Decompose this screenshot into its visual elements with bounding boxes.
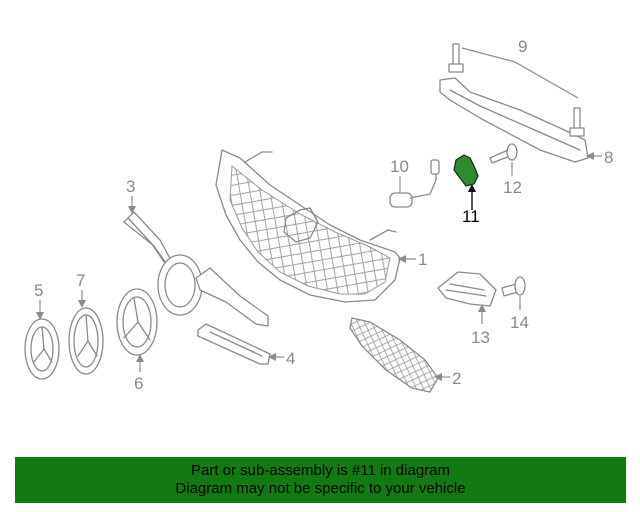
part-4-strip	[197, 323, 284, 365]
callout-6: 6	[134, 374, 143, 393]
callout-12: 12	[503, 178, 522, 197]
callout-7: 7	[76, 271, 85, 290]
part-14-bolt	[501, 276, 526, 310]
part-1-grille	[215, 149, 416, 303]
callout-5: 5	[34, 281, 43, 300]
footer-line-2: Diagram may not be specific to your vehi…	[175, 480, 466, 497]
part-6-emblem-mount	[116, 288, 158, 372]
callout-9: 9	[518, 37, 527, 56]
part-10-sensor	[389, 159, 440, 208]
callout-4: 4	[286, 349, 295, 368]
footer-line-1: Part or sub-assembly is #11 in diagram	[191, 462, 450, 479]
part-12-screw	[489, 143, 518, 176]
callout-14: 14	[510, 313, 529, 332]
callout-11: 11	[462, 207, 480, 226]
part-3-trim-strip	[123, 196, 269, 327]
footer-banner: Part or sub-assembly is #11 in diagram D…	[15, 457, 626, 503]
callout-10: 10	[390, 157, 409, 176]
callout-13: 13	[471, 328, 490, 347]
part-2-lower-grille	[349, 317, 450, 393]
part-8-leader	[586, 152, 602, 160]
parts-diagram: 1 2 3 4 5 6 7 8 9 10 11 12 13 14	[24, 37, 613, 393]
callout-2: 2	[452, 369, 461, 388]
part-9-upper-bracket	[439, 43, 589, 163]
part-7-star-emblem	[68, 290, 104, 375]
part-11-highlighted-bracket	[453, 154, 479, 210]
callout-1: 1	[418, 250, 427, 269]
callout-8: 8	[604, 148, 613, 167]
part-13-bracket	[437, 271, 497, 324]
callout-3: 3	[126, 177, 135, 196]
part-5-emblem	[24, 300, 60, 380]
